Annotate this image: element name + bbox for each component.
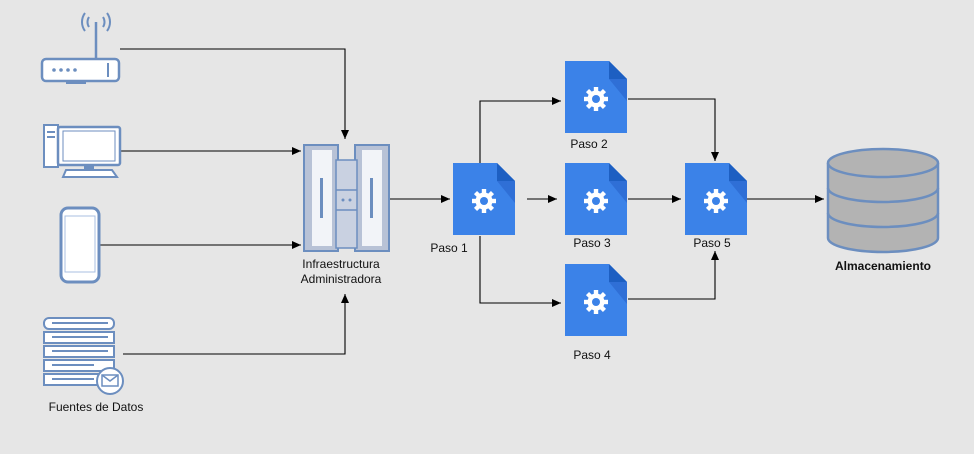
paso1-label: Paso 1 <box>430 241 468 255</box>
infra-label: Infraestructura Administradora <box>301 257 382 287</box>
arrow-paso1-to-paso4 <box>479 236 561 307</box>
smartphone-icon <box>59 206 101 284</box>
infra-label-line2: Administradora <box>300 272 382 286</box>
arrow-router-to-infra <box>120 48 349 139</box>
paso2-icon <box>565 61 627 133</box>
paso1-icon <box>453 163 515 235</box>
sources-label: Fuentes de Datos <box>48 400 144 414</box>
storage-label: Almacenamiento <box>834 259 932 273</box>
paso2-label: Paso 2 <box>570 137 608 151</box>
arrow-server-to-infra <box>123 294 349 355</box>
server-rack-icon <box>303 144 390 252</box>
mail-server-icon <box>43 317 124 395</box>
desktop-computer-icon <box>43 124 122 178</box>
paso4-icon <box>565 264 627 336</box>
router-icon <box>40 12 121 84</box>
paso3-icon <box>565 163 627 235</box>
arrow-paso1-to-paso2 <box>479 97 561 163</box>
paso5-label: Paso 5 <box>693 236 731 250</box>
paso4-label: Paso 4 <box>573 348 611 362</box>
paso5-icon <box>685 163 747 235</box>
infra-label-line1: Infraestructura <box>302 257 380 271</box>
arrow-paso4-to-paso5 <box>628 251 719 300</box>
paso3-label: Paso 3 <box>573 236 611 250</box>
arrow-paso2-to-paso5 <box>628 98 719 161</box>
database-icon <box>826 147 940 254</box>
connectors <box>100 48 824 355</box>
